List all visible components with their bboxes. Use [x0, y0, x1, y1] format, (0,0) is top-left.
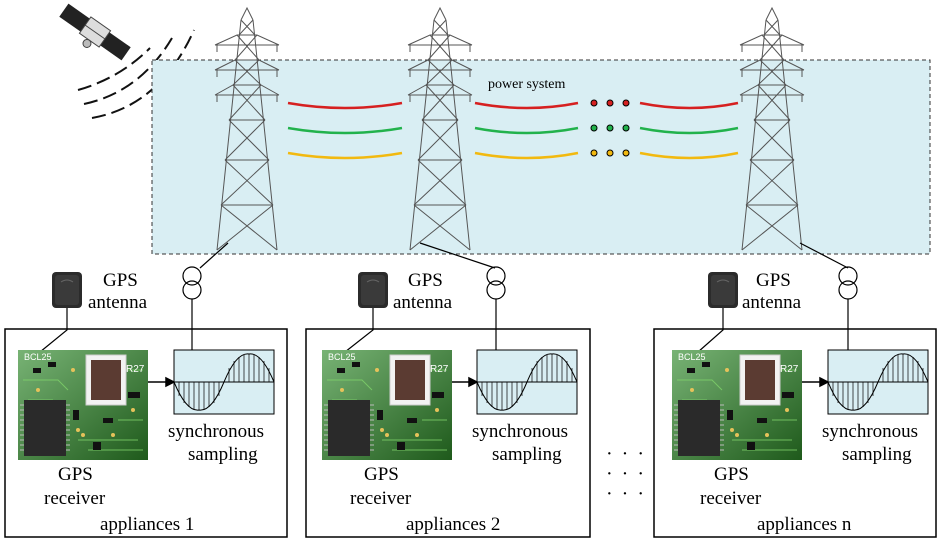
gps-receiver-board-2 — [321, 349, 453, 461]
satellite-icon — [59, 3, 131, 61]
appliance-ellipsis-2: · · · — [606, 463, 646, 485]
line-continuation-dots — [590, 99, 630, 157]
gps-receiver-label-1b: receiver — [44, 488, 106, 509]
sampling-label-3b: sampling — [842, 444, 912, 465]
gps-antenna-label-3a: GPS — [756, 270, 791, 291]
gps-antenna-icon-1 — [51, 271, 83, 309]
transformer-icon-1 — [182, 266, 202, 300]
gps-receiver-board-3 — [671, 349, 803, 461]
power-system-label: power system — [488, 77, 565, 92]
transformer-leads — [191, 299, 849, 350]
appliance-ellipsis-1: · · · — [606, 443, 646, 465]
satellite-signal-arcs — [77, 29, 195, 119]
gps-receiver-label-2a: GPS — [364, 464, 399, 485]
appliance-name-2: appliances 2 — [406, 514, 500, 535]
gps-antenna-label-2b: antenna — [393, 292, 453, 313]
power-line-yellow-2 — [474, 151, 579, 160]
gps-receiver-label-1a: GPS — [58, 464, 93, 485]
power-line-yellow-3 — [639, 151, 739, 160]
gps-antenna-label-2a: GPS — [408, 270, 443, 291]
gps-antenna-icon-2 — [357, 271, 389, 309]
antenna-cables — [39, 308, 724, 353]
gps-receiver-label-3a: GPS — [714, 464, 749, 485]
appliance-box-3 — [653, 328, 937, 538]
transformer-icon-3 — [838, 266, 858, 300]
gps-receiver-label-3b: receiver — [700, 488, 762, 509]
appliance-ellipsis-3: · · · — [606, 483, 646, 505]
power-line-green-1 — [287, 126, 403, 135]
power-lines — [287, 101, 739, 160]
power-line-red-2 — [474, 101, 579, 110]
power-line-red-1 — [287, 101, 403, 110]
power-line-red-3 — [639, 101, 739, 110]
tower-connections — [199, 242, 849, 269]
sampling-waveform-3 — [827, 349, 929, 415]
signal-arrows — [148, 376, 830, 388]
power-line-yellow-1 — [287, 151, 403, 160]
gps-antenna-label-3b: antenna — [742, 292, 802, 313]
gps-antenna-icon-3 — [707, 271, 739, 309]
sampling-label-2b: sampling — [492, 444, 562, 465]
gps-antenna-label-1b: antenna — [88, 292, 148, 313]
gps-receiver-board-1 — [17, 349, 149, 461]
sampling-label-2a: synchronous — [472, 421, 568, 442]
gps-antenna-label-1a: GPS — [103, 270, 138, 291]
appliance-box-2 — [305, 328, 591, 538]
appliance-name-3: appliances n — [757, 514, 852, 535]
sampling-label-1a: synchronous — [168, 421, 264, 442]
power-line-green-3 — [639, 126, 739, 135]
appliance-box-1 — [4, 328, 288, 538]
appliance-name-1: appliances 1 — [100, 514, 194, 535]
power-line-green-2 — [474, 126, 579, 135]
sampling-label-1b: sampling — [188, 444, 258, 465]
gps-receiver-label-2b: receiver — [350, 488, 412, 509]
sampling-waveform-1 — [173, 349, 275, 415]
transformer-icon-2 — [486, 266, 506, 300]
sampling-label-3a: synchronous — [822, 421, 918, 442]
sampling-waveform-2 — [476, 349, 578, 415]
